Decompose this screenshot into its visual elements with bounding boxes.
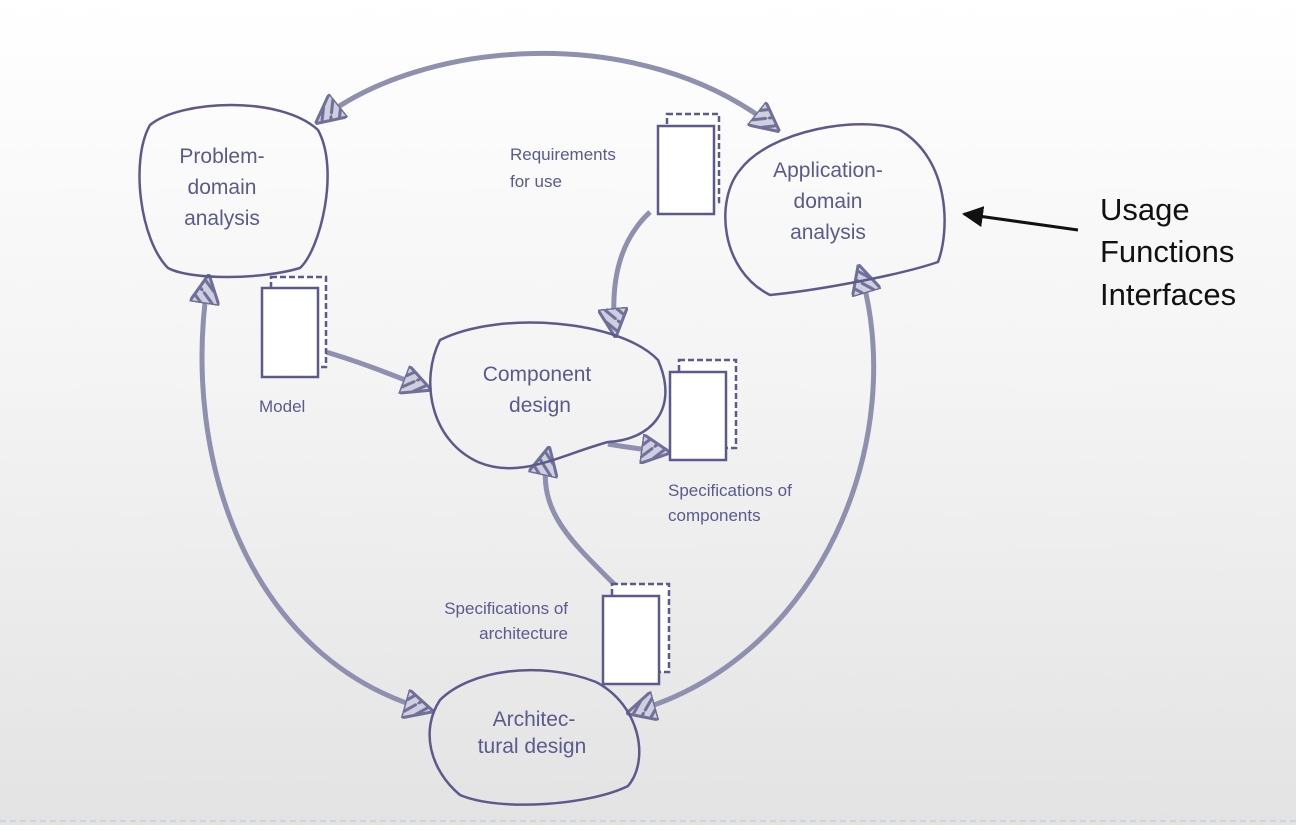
callout-functions: Functions [1100,234,1234,269]
label-architecture-specs-1: Specifications of [444,599,568,618]
doc-component-specs [668,358,738,462]
label-problem-1: Problem- [179,145,264,168]
node-architectural-design [428,668,641,806]
label-application-2: domain [794,190,863,213]
doc-architecture-specs [601,582,671,686]
footer-divider [0,820,1296,822]
label-component-2: design [509,394,571,417]
label-component-specs-1: Specifications of [668,481,792,500]
label-requirements-2: for use [510,172,562,191]
doc-requirements [656,112,721,216]
documents [260,112,738,686]
label-application-3: analysis [790,221,866,244]
label-component-1: Component [483,363,592,386]
arrow-requirements-component [614,210,652,332]
arrow-model-component [325,349,426,388]
label-architecture-specs-2: architecture [479,624,568,643]
arrow-component-componentspecs [607,444,665,452]
label-architectural-1: Architec- [493,708,576,731]
label-model: Model [259,397,305,416]
arrow-archspecs-component [545,452,620,590]
nodes [138,103,946,806]
label-component-specs-2: components [668,506,761,525]
doc-model [260,275,328,379]
callout-arrow [961,206,1079,232]
arrow-application-architectural [632,270,874,712]
label-requirements-1: Requirements [510,145,616,164]
callout-interfaces: Interfaces [1100,277,1236,312]
label-problem-2: domain [188,176,257,199]
callout-usage: Usage [1100,192,1190,227]
node-problem-domain-analysis [138,103,329,279]
label-architectural-2: tural design [478,735,587,758]
arrow-problem-architectural [202,280,428,710]
label-problem-3: analysis [184,207,260,230]
callout: Usage Functions Interfaces [961,192,1236,312]
arrows [202,50,874,712]
node-labels: Problem- domain analysis Application- do… [179,145,882,758]
node-application-domain-analysis [724,123,946,297]
node-component-design [429,321,667,470]
label-application-1: Application- [773,159,883,182]
arrow-problem-application [320,50,775,128]
document-labels: Requirements for use Model Specification… [259,145,792,643]
